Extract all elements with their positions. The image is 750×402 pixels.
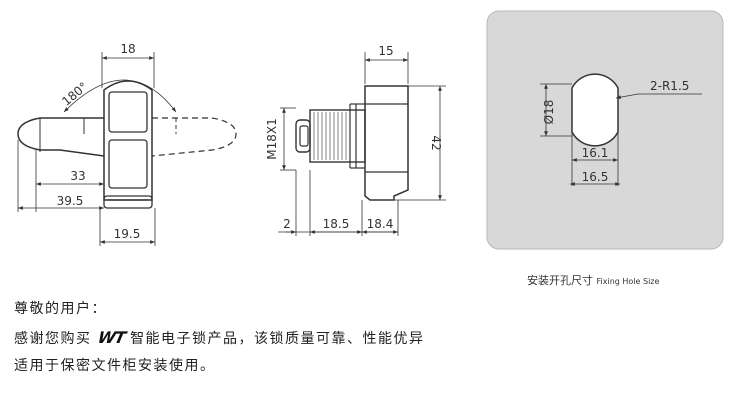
greeting-text: 尊敬的用户：: [14, 301, 107, 317]
thread-m18x1-label: M18X1: [265, 118, 279, 159]
dim-15-label: 15: [378, 44, 393, 58]
dim-18-4-label: 18.4: [367, 217, 394, 231]
hole-view: [540, 73, 702, 186]
dim-19-5-label: 19.5: [114, 227, 141, 241]
dim-42-label: 42: [429, 135, 443, 150]
hole-caption-cn: 安装开孔尺寸: [527, 274, 593, 287]
intro-line-2: 适用于保密文件柜安装使用。: [14, 358, 216, 374]
side-view: [278, 52, 446, 236]
hole-caption-en: Fixing Hole Size: [596, 277, 660, 286]
dim-16-1-label: 16.1: [582, 146, 609, 160]
front-view: [17, 52, 237, 246]
brand-logo: WT: [95, 328, 127, 347]
dim-16-5-label: 16.5: [582, 170, 609, 184]
intro-line-1-start: 感谢您购买: [14, 331, 92, 347]
intro-line-1-end: 智能电子锁产品，该锁质量可靠、性能优异: [130, 331, 425, 347]
dim-18-label: 18: [120, 42, 135, 56]
dim-33-label: 33: [70, 169, 85, 183]
hole-radius-label: 2-R1.5: [650, 79, 689, 93]
technical-drawing: 18 180° 33 39.5 19.5: [17, 10, 724, 250]
dim-2-label: 2: [283, 217, 291, 231]
dim-39-5-label: 39.5: [57, 194, 84, 208]
hole-caption: 安装开孔尺寸 Fixing Hole Size: [527, 272, 659, 288]
dim-18-5-label: 18.5: [323, 217, 350, 231]
hole-diameter-label: Ø18: [542, 100, 556, 125]
